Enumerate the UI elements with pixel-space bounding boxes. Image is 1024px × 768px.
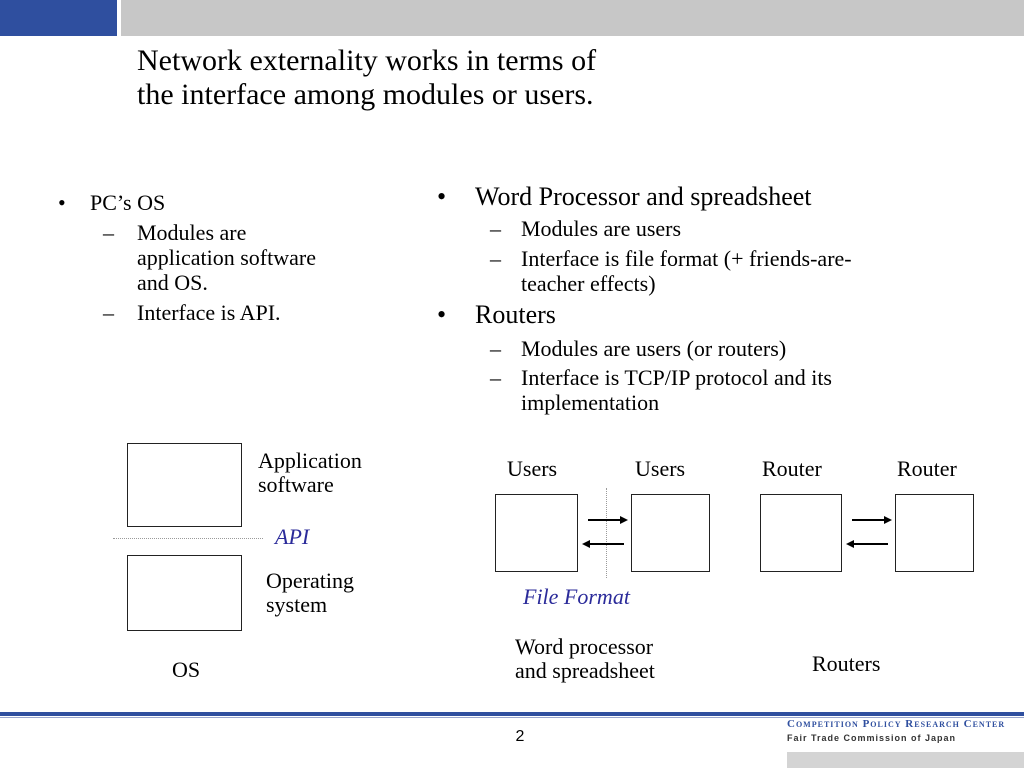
right-bullet-wordprocessor: Word Processor and spreadsheet	[475, 182, 812, 211]
page-number: 2	[515, 728, 525, 745]
footer-rule	[0, 712, 1024, 716]
left-sub1-line3: and OS.	[137, 270, 208, 295]
right-b2-sub2-line1: Interface is TCP/IP protocol and its	[521, 365, 832, 390]
right-b1-sub2-line2: teacher effects)	[521, 271, 656, 296]
router-label-b: Router	[897, 456, 957, 481]
router-box-a	[760, 494, 842, 572]
right-b1-sub2-line1: Interface is file format (+ friends-are-	[521, 246, 852, 271]
title-line-2: the interface among modules or users.	[137, 78, 594, 111]
right-bullet-routers: Routers	[475, 300, 556, 329]
operating-system-box	[127, 555, 242, 631]
footer-gray-block	[787, 752, 1024, 768]
bullet-dot: •	[437, 182, 447, 211]
users-label-b: Users	[635, 456, 686, 481]
os-label-line1: Operating	[266, 568, 354, 593]
slide-title: Network externality works in terms of th…	[137, 44, 697, 112]
users-label-a: Users	[507, 456, 558, 481]
left-sub1-line2: application software	[137, 245, 316, 270]
sub-dash: –	[103, 300, 114, 325]
app-label-line1: Application	[258, 448, 362, 473]
left-sub2: Interface is API.	[137, 300, 281, 325]
sub-dash: –	[490, 246, 501, 271]
router-label-a: Router	[762, 456, 822, 481]
api-label: API	[275, 524, 310, 549]
app-label-line2: software	[258, 472, 334, 497]
sub-dash: –	[490, 216, 501, 241]
file-format-divider	[606, 488, 607, 578]
os-label-line2: system	[266, 592, 328, 617]
left-sub1-line1: Modules are	[137, 220, 247, 245]
left-bullet-pcos: PC’s OS	[90, 190, 166, 215]
exchange-arrows-icon	[846, 516, 892, 548]
header-gray-bar	[121, 0, 1024, 36]
sub-dash: –	[490, 336, 501, 361]
bullet-dot: •	[437, 300, 447, 329]
api-divider	[113, 538, 263, 539]
title-line-1: Network externality works in terms of	[137, 44, 597, 77]
org-logo-subtitle: Fair Trade Commission of Japan	[787, 733, 957, 743]
routers-caption: Routers	[812, 651, 881, 676]
bullet-dot: •	[58, 190, 66, 215]
router-box-b	[895, 494, 974, 572]
right-b2-sub1: Modules are users (or routers)	[521, 336, 787, 361]
wp-caption-line2: and spreadsheet	[515, 658, 655, 683]
file-format-label: File Format	[523, 584, 630, 609]
right-b2-sub2-line2: implementation	[521, 390, 660, 415]
application-software-box	[127, 443, 242, 527]
wp-caption-line1: Word processor	[515, 634, 654, 659]
sub-dash: –	[490, 365, 501, 390]
user-box-b	[631, 494, 710, 572]
footer-rule-thin	[0, 717, 1024, 718]
exchange-arrows-icon	[582, 516, 628, 548]
header-accent-bar	[0, 0, 117, 36]
org-logo-name: Competition Policy Research Center	[787, 718, 1006, 730]
os-caption: OS	[172, 657, 201, 682]
sub-dash: –	[103, 220, 114, 245]
user-box-a	[495, 494, 578, 572]
right-b1-sub1: Modules are users	[521, 216, 682, 241]
